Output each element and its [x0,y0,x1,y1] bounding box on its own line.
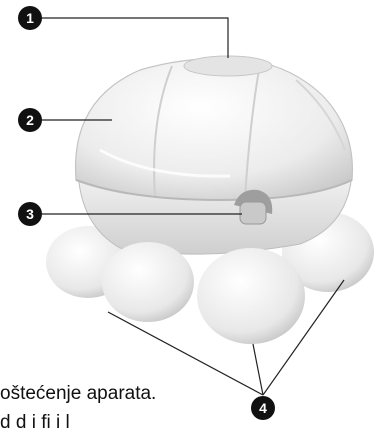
front-right-ball [197,248,305,344]
callout-number-2: 2 [26,112,34,128]
callout-marker-3: 3 [18,202,42,226]
callout-number-1: 1 [26,10,34,26]
leader-line-1 [42,18,228,58]
top-window [184,56,272,76]
callout-marker-2: 2 [18,108,42,132]
device-shell [76,58,353,200]
front-left-ball [102,242,194,322]
device-diagram: 1 2 3 4 [0,0,387,423]
callout-marker-1: 1 [18,6,42,30]
callout-number-3: 3 [26,206,34,222]
caption-line-2: d d i fi i l [0,412,70,434]
callout-marker-4: 4 [251,396,275,420]
caption-line-1: oštećenje aparata. [0,383,156,405]
leader-line-4b [253,344,263,395]
callout-number-4: 4 [259,400,267,416]
